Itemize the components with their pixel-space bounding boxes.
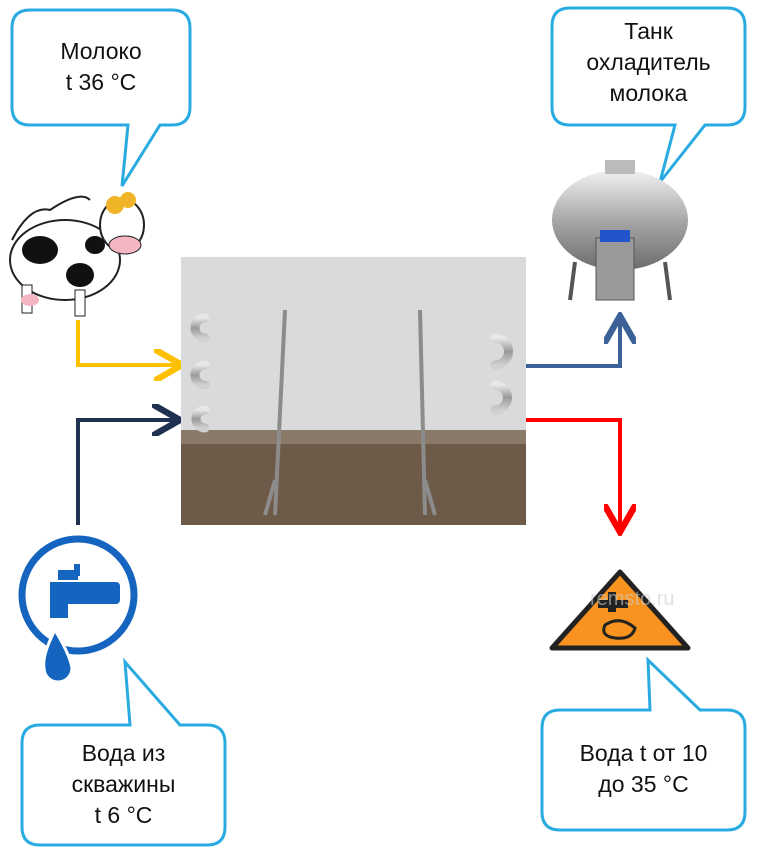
well-water-label-line3: t 6 °C [94, 802, 153, 828]
well-water-label-line2: скважины [71, 771, 176, 797]
water-tap-icon [18, 535, 138, 684]
out-water-label-line2: до 35 °C [598, 771, 689, 797]
bubble-well-water [20, 657, 227, 847]
milk-out-arrow [526, 320, 620, 368]
bubble-tank [550, 6, 747, 183]
cow-icon [9, 192, 145, 317]
tank-label-line3: молока [609, 80, 688, 106]
milk-label-line1: Молоко [60, 38, 142, 64]
tank-label-line1: Танк [624, 18, 673, 44]
water-in-arrow [76, 420, 176, 525]
tank-label-line2: охладитель [586, 49, 711, 75]
milk-in-arrow [76, 320, 178, 365]
dirty-water-warning-icon [549, 569, 691, 651]
milk-label-line2: t 36 °C [65, 69, 137, 95]
bubble-out-water [540, 656, 747, 832]
tank-label: Танк охладитель молока [552, 16, 745, 109]
out-water-label: Вода t от 10 до 35 °C [542, 738, 745, 800]
milk-label: Молоко t 36 °C [12, 36, 190, 98]
bubble-milk [10, 8, 192, 187]
well-water-label: Вода из скважины t 6 °C [22, 738, 225, 831]
milk-tank-icon [552, 160, 688, 301]
water-out-arrow [526, 418, 620, 528]
out-water-label-line1: Вода t от 10 [579, 740, 708, 766]
heat-exchanger-photo [181, 257, 526, 525]
well-water-label-line1: Вода из [81, 740, 166, 766]
watermark: remsto.ru [590, 588, 674, 610]
